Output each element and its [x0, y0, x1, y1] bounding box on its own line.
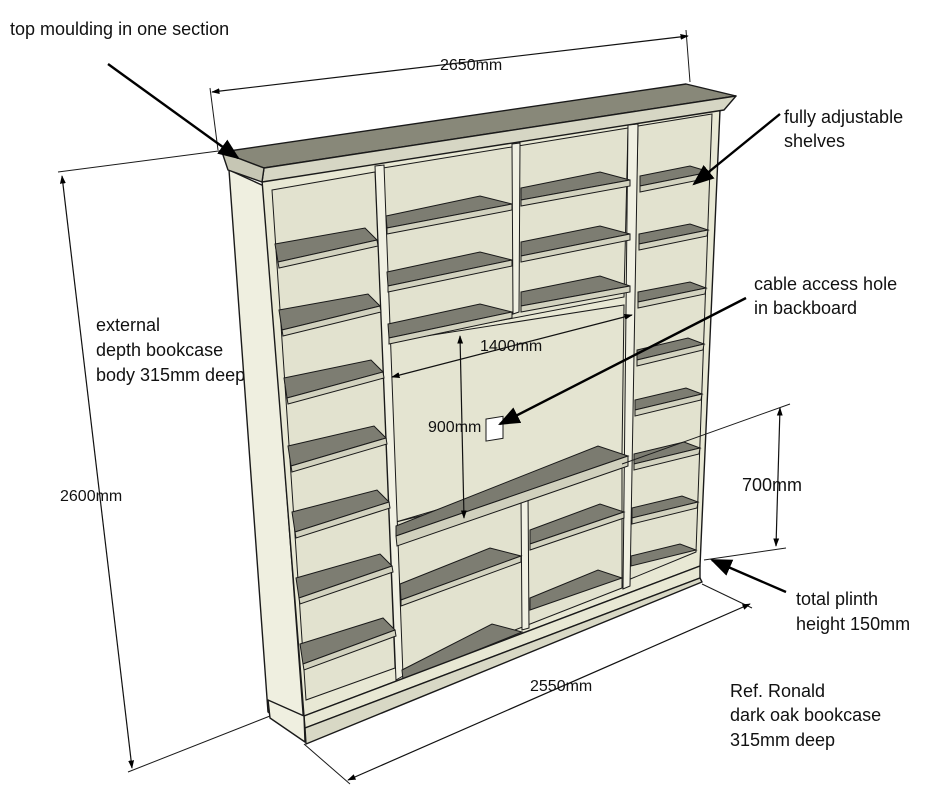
dim-height: 2600mm [60, 488, 122, 505]
top-moulding-side [221, 151, 265, 183]
right-column-shelves [630, 165, 711, 567]
label-adjustable-1: fully adjustable [784, 107, 903, 127]
leader-cable-hole [498, 296, 747, 426]
plinth-side [267, 699, 306, 743]
dim-lower-height: 700mm [742, 475, 802, 495]
dim-base-width: 2550mm [530, 678, 592, 695]
dim-opening-height: 900mm [428, 419, 481, 436]
label-depth-2: depth bookcase [96, 340, 223, 360]
label-cable-2: in backboard [754, 298, 857, 318]
label-top-moulding: top moulding in one section [10, 19, 229, 39]
label-ref-3: 315mm deep [730, 730, 835, 750]
dim-opening-width: 1400mm [480, 338, 542, 355]
label-adjustable-2: shelves [784, 131, 845, 151]
label-plinth-2: height 150mm [796, 614, 910, 634]
label-depth-3: body 315mm deep [96, 365, 245, 385]
labels: top moulding in one section fully adjust… [10, 19, 910, 750]
tv-shelf-edge [395, 455, 629, 547]
dim-top-width: 2650mm [440, 57, 502, 74]
label-ref-1: Ref. Ronald [730, 681, 825, 701]
cable-access-hole [485, 415, 504, 442]
label-plinth-1: total plinth [796, 589, 878, 609]
divider-center-top [511, 142, 521, 315]
leader-arrows [107, 63, 787, 594]
dimension-lines [57, 29, 791, 785]
bookcase-drawing [221, 83, 737, 745]
leader-adjustable-shelves [692, 113, 781, 186]
leader-plinth [710, 558, 787, 594]
divider-center-bottom [520, 493, 530, 631]
leader-top-moulding [107, 63, 240, 160]
label-ref-2: dark oak bookcase [730, 705, 881, 725]
label-depth-1: external [96, 315, 160, 335]
label-cable-1: cable access hole [754, 274, 897, 294]
